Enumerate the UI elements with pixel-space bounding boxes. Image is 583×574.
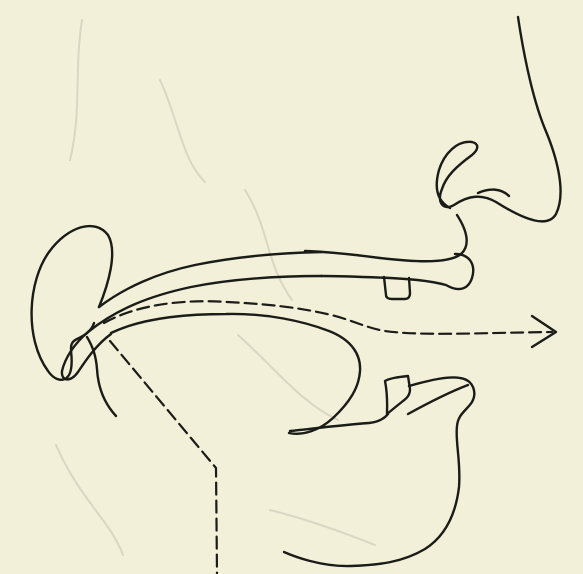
- jaw-floor-line: [290, 414, 388, 431]
- tongue-back-curve: [87, 337, 116, 416]
- hard-palate-upper: [99, 252, 322, 307]
- hard-palate-lower: [88, 276, 322, 332]
- nostril-outline: [478, 190, 509, 196]
- tongue-surface: [111, 314, 360, 434]
- lower-tooth-outline: [385, 376, 410, 414]
- throat-dashed-line: [110, 341, 217, 574]
- lower-lip-and-jaw-outline: [284, 377, 474, 566]
- lower-lip-inner: [408, 385, 468, 414]
- soft-palate-loop: [32, 226, 113, 380]
- upper-lip-outline: [305, 215, 467, 261]
